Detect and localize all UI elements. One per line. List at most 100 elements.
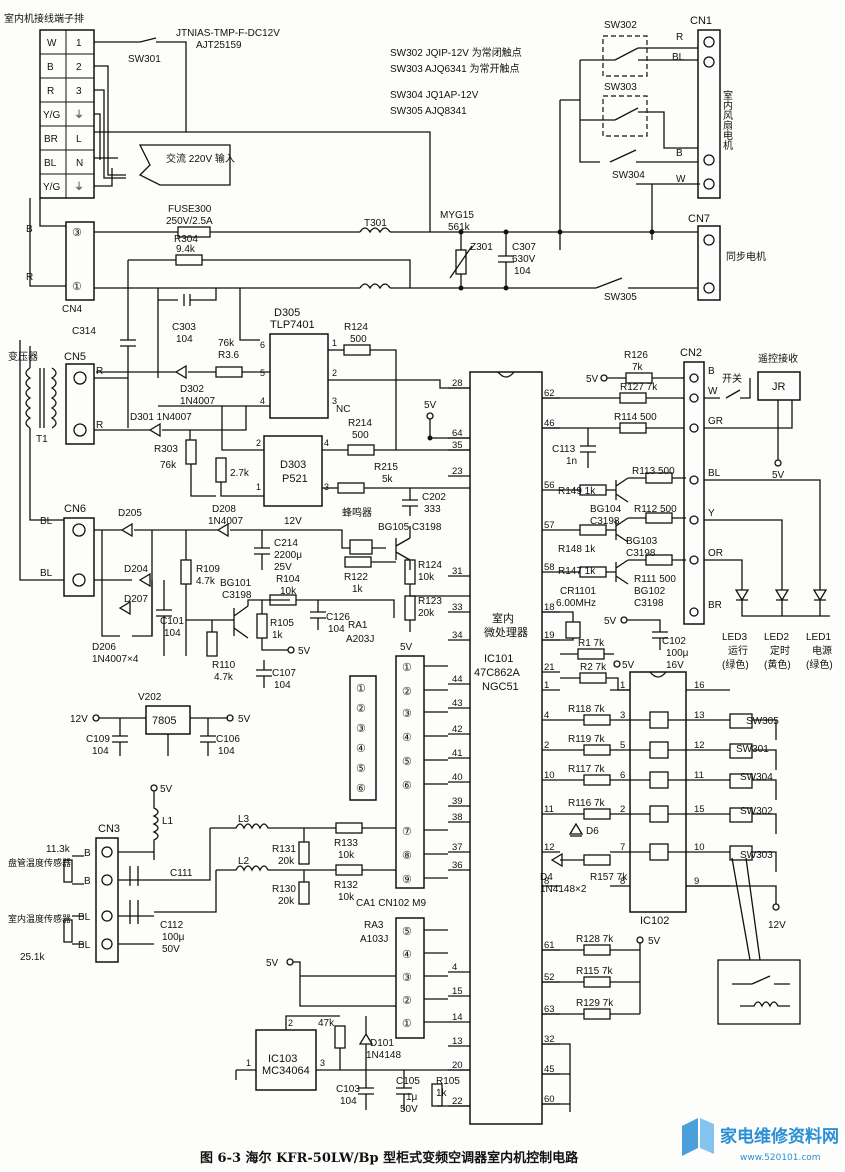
l1-label: L1 (162, 816, 174, 827)
cr1101-crystal (565, 621, 581, 639)
bg101-value: C3198 (222, 590, 252, 601)
cn2-pin-OR: OR (708, 548, 723, 559)
ra1-label: RA1 (348, 620, 368, 631)
ic101-pin-left-44: 44 (452, 674, 463, 685)
relay-wire (752, 719, 777, 740)
ic103-pin2: 2 (288, 1018, 293, 1028)
terminal-block-title: 室内机接线端子排 (4, 12, 84, 25)
r132-resistor (335, 864, 363, 876)
r132-label: R132 (334, 880, 358, 891)
relay-wire (752, 779, 777, 800)
relay-sw302: SW302 (740, 806, 773, 817)
led3-function: 运行 (728, 644, 748, 657)
c214-label: C214 (274, 538, 298, 549)
bg102-label: BG102 (634, 586, 666, 597)
ic101-pin-left-64: 64 (452, 428, 463, 439)
r115-resistor (583, 976, 611, 988)
ic102-input-resistor (583, 714, 611, 726)
cn4-connector (65, 221, 95, 301)
relay-coils (729, 713, 777, 872)
d4-label: D4 (540, 872, 553, 883)
r303-label: R303 (154, 444, 178, 455)
d206-label: D206 (92, 642, 116, 653)
cn5-pin-r1: R (96, 366, 103, 377)
ic101-pin-left-38: 38 (452, 812, 463, 823)
r112-label: R112 500 (634, 504, 677, 515)
transformer-label: 变压器 (8, 350, 38, 363)
ic102-pin-right-10: 10 (694, 842, 705, 853)
cn102-pin-2: ② (402, 686, 412, 698)
d206-value: 1N4007×4 (92, 654, 139, 665)
r104-label: R104 (276, 574, 300, 585)
t1-label: T1 (36, 434, 48, 445)
ic101-pin-right-1: 1 (544, 680, 549, 691)
cn1-pin-w: W (676, 174, 686, 185)
c106-label: C106 (216, 734, 240, 745)
relay-coil-3 (729, 773, 753, 789)
sw301-model1: JTNIAS-TMP-F-DC12V (176, 28, 280, 39)
d305-pin1: 1 (332, 338, 337, 348)
r124-500 (343, 344, 371, 356)
c101-label: C101 (160, 616, 184, 627)
sw305-relay-label: SW305 (604, 292, 637, 303)
d208-value: 1N4007 (208, 516, 243, 527)
r105-resistor (256, 613, 268, 639)
ic102-label: IC102 (640, 915, 669, 927)
cn3-label: CN3 (98, 823, 120, 835)
r126-label: R126 (624, 350, 648, 361)
c105-voltage: 50V (400, 1104, 418, 1115)
c214-value: 2200μ (274, 550, 302, 561)
cn2-pin-circle (689, 373, 699, 383)
r36-resistor (215, 366, 243, 378)
r36-label: R3.6 (218, 350, 240, 361)
r133-label: R133 (334, 838, 358, 849)
r122-resistor (344, 556, 372, 568)
cn2-pin-circle (689, 555, 699, 565)
r116-label: R116 7k (568, 798, 606, 809)
cn102-connector (395, 655, 425, 889)
ic101-label2: 微处理器 (484, 625, 528, 639)
r214-value: 500 (352, 430, 369, 441)
fuse-rating: 250V/2.5A (166, 216, 213, 227)
ra3-pin-2: ④ (402, 949, 412, 961)
r124a-value: 500 (350, 334, 367, 345)
cn7-title: CN7 (688, 213, 710, 225)
cn102-pin-5: ⑤ (402, 756, 412, 768)
remote-receiver-label: 遥控接收 (758, 352, 798, 365)
relay-wire (752, 813, 777, 834)
r111-label: R111 500 (634, 574, 676, 585)
terminal-block: W 1 B 2 R 3 Y/G ⏚ BR L BL N Y/G ⏚ (39, 29, 95, 199)
ic101-pins: 2864352331333444434241403938373641514132… (448, 378, 560, 1107)
ic101-pin-right-58: 58 (544, 562, 555, 573)
r114-resistor (619, 422, 647, 434)
c112-value: 100μ (162, 932, 185, 943)
led3-color: (绿色) (722, 658, 749, 671)
c105-label: C105 (396, 1076, 420, 1087)
cn2-pin-W: W (708, 386, 718, 397)
r147-label: R147 1k (558, 566, 596, 577)
ic101-pin-right-62: 62 (544, 388, 555, 399)
ra3-pin-4: ② (402, 995, 412, 1007)
coil-temp-sensor (63, 859, 73, 883)
ic103-pin1: 1 (246, 1058, 251, 1068)
fuse-label: FUSE300 (168, 204, 212, 215)
r1-label: R1 7k (578, 638, 605, 649)
ic102-pin-right-9: 9 (694, 876, 699, 887)
ic102-pin-left-5: 5 (620, 740, 625, 751)
ic101-pin-left-15: 15 (452, 986, 463, 997)
c106-value: 104 (218, 746, 235, 757)
ic101-pin-right-2: 2 (544, 740, 549, 751)
r130-value: 20k (278, 896, 295, 907)
d303-optocoupler (263, 435, 323, 507)
r303-resistor (185, 439, 197, 465)
c307-label: C307 (512, 242, 536, 253)
d101-label: D101 (370, 1038, 394, 1049)
ic102-pin-left-1: 1 (620, 680, 625, 691)
r131-resistor (298, 841, 310, 865)
relay-note-3: SW304 JQ1AP-12V (390, 90, 479, 101)
ac-input-label: 交流 220V 输入 (166, 152, 235, 165)
ic101-pin-right-18: 18 (544, 602, 555, 613)
led2-name: LED2 (764, 632, 789, 643)
d305-pin4: 4 (260, 396, 265, 406)
